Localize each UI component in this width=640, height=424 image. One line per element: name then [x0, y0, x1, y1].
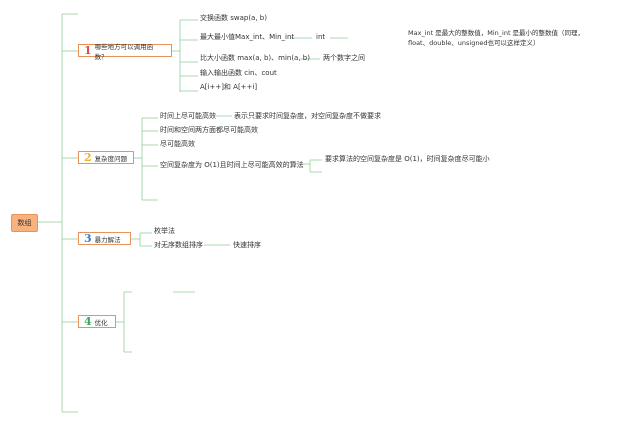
t1-child-5[interactable]: A[i++]和 A[++i] [200, 83, 258, 91]
t1-child-2-note[interactable]: Max_int 是最大的整数值，Min_int 是最小的整数值（同理，float… [408, 29, 585, 47]
root-label: 数组 [17, 219, 32, 227]
topic-1-label: 哪些地方可以调用函数？ [94, 42, 154, 61]
t2-child-3[interactable]: 尽可能高效 [160, 140, 195, 148]
t2-child-1[interactable]: 时间上尽可能高效 [160, 112, 216, 120]
topic-1-number: 1 [84, 44, 92, 57]
root-node[interactable]: 数组 [11, 214, 38, 232]
topic-2-label: 复杂度问题 [94, 154, 128, 163]
topic-1[interactable]: 1 哪些地方可以调用函数？ [78, 43, 172, 61]
t1-child-1[interactable]: 交换函数 swap(a, b) [200, 14, 267, 22]
t2-child-4[interactable]: 空间复杂度为 O(1)且时间上尽可能高效的算法 [160, 161, 304, 169]
topic-2[interactable]: 2 复杂度问题 [78, 151, 134, 164]
t1-child-2[interactable]: 最大最小值Max_int、Min_int [200, 33, 295, 41]
t2-child-4-sub[interactable]: 要求算法的空间复杂度是 O(1)，时间复杂度尽可能小 [325, 155, 490, 163]
topic-3[interactable]: 3 暴力解法 [78, 232, 131, 245]
t3-child-2-sub[interactable]: 快速排序 [233, 241, 261, 249]
topic-3-number: 3 [84, 232, 92, 245]
t1-child-3[interactable]: 比大小函数 max(a, b)、min(a, b) [200, 54, 310, 62]
topic-2-number: 2 [84, 151, 92, 164]
topic-4-number: 4 [84, 315, 92, 328]
topic-4-label: 优化 [94, 318, 108, 327]
t1-child-4[interactable]: 输入输出函数 cin、cout [200, 69, 277, 77]
t1-child-2-sub[interactable]: int [316, 33, 326, 41]
t3-child-2[interactable]: 对无序数组排序 [154, 241, 203, 249]
t3-child-1[interactable]: 枚举法 [154, 227, 175, 235]
topic-3-label: 暴力解法 [94, 235, 121, 244]
t1-child-3-sub[interactable]: 两个数字之间 [323, 54, 365, 62]
topic-4[interactable]: 4 优化 [78, 315, 116, 328]
t2-child-2[interactable]: 时间和空间两方面都尽可能高效 [160, 126, 258, 134]
t2-child-1-sub[interactable]: 表示只要求时间复杂度，对空间复杂度不做要求 [234, 112, 381, 120]
